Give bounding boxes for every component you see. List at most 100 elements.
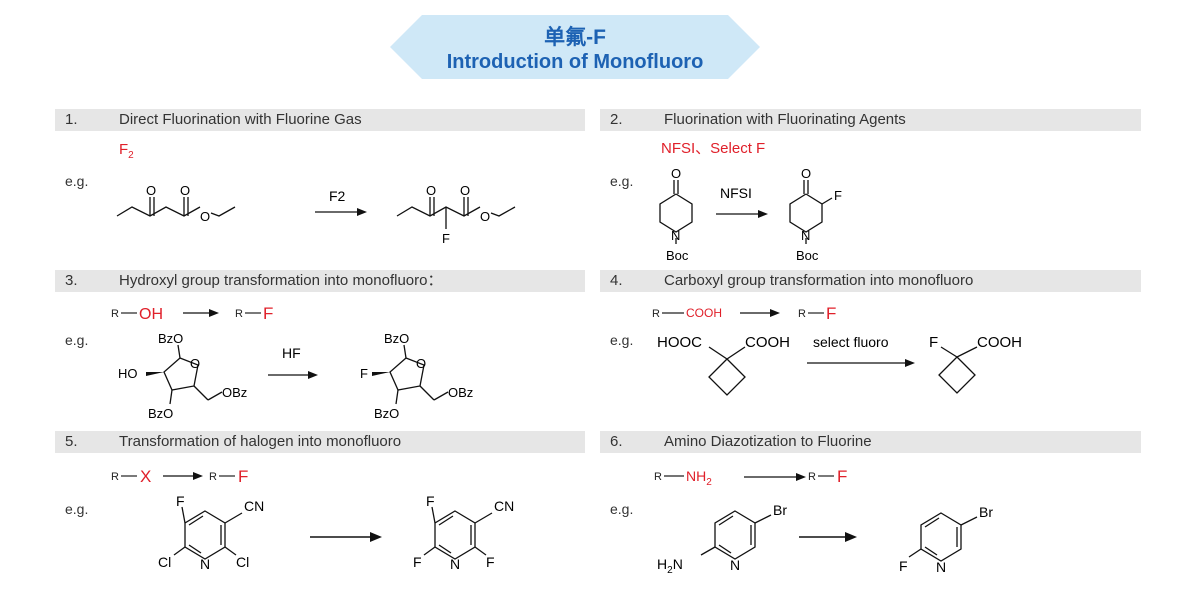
boc-group: Boc <box>666 248 689 263</box>
ring-n: N <box>200 556 210 572</box>
banner-title-en: Introduction of Monofluoro <box>446 51 704 73</box>
atom-n: N <box>801 228 810 243</box>
reaction-arrow <box>310 532 382 542</box>
cyano-group: CN <box>244 498 264 514</box>
atom-cl: Cl <box>158 554 171 570</box>
section-number: 4. <box>610 272 623 289</box>
fluorinated-product <box>396 197 516 229</box>
generic-transformation: R X R F <box>111 467 248 486</box>
trifluoropyridine-product <box>423 506 493 560</box>
fluorinated-piperidone <box>789 180 833 244</box>
atom-f: F <box>929 334 938 351</box>
section-title: Fluorination with Fluorinating Agents <box>664 111 906 128</box>
atom-f: F <box>834 188 842 203</box>
generic-transformation: R NH2 R F <box>654 467 847 488</box>
eg-label: e.g. <box>610 332 634 348</box>
section-title: Amino Diazotization to Fluorine <box>664 433 872 450</box>
reaction-arrow <box>315 208 367 216</box>
reaction-scheme-2: O N Boc NFSI O F N Boc <box>659 166 842 263</box>
atom-o: O <box>426 183 436 198</box>
bzo-group: BzO <box>158 331 183 346</box>
atom-cl: Cl <box>236 554 249 570</box>
r-group: R <box>652 308 660 320</box>
banner-shape <box>390 15 760 79</box>
eg-label: e.g. <box>65 501 89 517</box>
condition-label: NFSI <box>720 185 752 201</box>
atom-o: O <box>200 209 210 224</box>
section-title: Carboxyl group transformation into monof… <box>664 272 974 289</box>
atom-o: O <box>146 183 156 198</box>
r-group: R <box>111 308 119 320</box>
reaction-arrow <box>799 532 857 542</box>
tribenzoyl-ribofuranose <box>163 344 223 405</box>
leaving-group: OH <box>139 306 163 323</box>
atom-o: O <box>480 209 490 224</box>
section-title: Transformation of halogen into monofluor… <box>119 433 402 450</box>
arrow-head <box>209 309 219 317</box>
obz-group: OBz <box>222 385 247 400</box>
fluorobromopyridine <box>908 512 978 562</box>
arrow-head <box>796 473 806 481</box>
cyano-group: CN <box>494 498 514 514</box>
reaction-scheme-4: HOOC COOH select fluoro F COOH <box>657 334 1022 396</box>
ring-n: N <box>936 559 946 575</box>
r-group: R <box>808 471 816 483</box>
atom-f: F <box>360 366 368 381</box>
bzo-group: BzO <box>384 331 409 346</box>
section-5: 5. Transformation of halogen into monofl… <box>55 431 585 601</box>
atom-f: F <box>899 558 908 574</box>
hooc-group: HOOC <box>657 334 702 351</box>
reaction-arrow <box>716 210 768 218</box>
bromo-group: Br <box>979 504 993 520</box>
fluoro-group: F <box>837 467 847 486</box>
cooh-group: COOH <box>745 334 790 351</box>
reaction-scheme-1: O O O F2 O O O F <box>116 183 516 246</box>
reagent-label: F2 <box>119 141 134 161</box>
bromo-group: Br <box>773 502 787 518</box>
r-group: R <box>111 471 119 483</box>
boc-group: Boc <box>796 248 819 263</box>
atom-f: F <box>486 554 495 570</box>
ring-n: N <box>450 556 460 572</box>
r-group: R <box>209 471 217 483</box>
reaction-scheme-3: O BzO HO OBz BzO HF O BzO F OBz BzO <box>118 331 473 421</box>
section-header: 2. Fluorination with Fluorinating Agents <box>600 109 1141 131</box>
ethyl-3-oxopentanoate <box>116 197 236 217</box>
fluoro-group: F <box>263 304 273 323</box>
section-number: 1. <box>65 111 78 128</box>
ring-n: N <box>730 557 740 573</box>
reagent-label: NFSI、Select F <box>661 140 766 157</box>
amino-group: NH2 <box>686 468 712 488</box>
aminobromopyridine <box>700 510 772 560</box>
reaction-arrow <box>268 371 318 379</box>
section-2: 2. Fluorination with Fluorinating Agents… <box>600 109 1141 263</box>
reaction-arrow <box>807 359 915 367</box>
arrow-head <box>193 472 203 480</box>
r-group: R <box>235 308 243 320</box>
banner-title-cn: 单氟-F <box>544 26 606 49</box>
section-header: 3. Hydroxyl group transformation into mo… <box>55 270 585 292</box>
condition-label: select fluoro <box>813 334 889 350</box>
carboxyl-group: COOH <box>686 306 722 320</box>
condition-label: HF <box>282 345 301 361</box>
section-header: 5. Transformation of halogen into monofl… <box>55 431 585 453</box>
cyclobutane-dicarboxylic-acid <box>708 346 746 396</box>
eg-label: e.g. <box>65 332 89 348</box>
title-banner: 单氟-F Introduction of Monofluoro <box>390 15 760 79</box>
section-title: Hydroxyl group transformation into monof… <box>119 272 443 289</box>
ring-o: O <box>416 356 426 371</box>
halogen-group: X <box>140 467 151 486</box>
section-number: 2. <box>610 111 623 128</box>
bzo-group: BzO <box>374 406 399 421</box>
generic-transformation: R OH R F <box>111 304 273 323</box>
atom-f: F <box>442 231 450 246</box>
generic-transformation: R COOH R F <box>652 304 836 323</box>
atom-o: O <box>801 166 811 181</box>
eg-label: e.g. <box>610 173 634 189</box>
section-number: 6. <box>610 433 623 450</box>
section-title: Direct Fluorination with Fluorine Gas <box>119 111 362 128</box>
atom-f: F <box>176 493 185 509</box>
section-4: 4. Carboxyl group transformation into mo… <box>600 270 1141 430</box>
section-6: 6. Amino Diazotization to Fluorine R NH2… <box>600 431 1141 601</box>
atom-f: F <box>413 554 422 570</box>
